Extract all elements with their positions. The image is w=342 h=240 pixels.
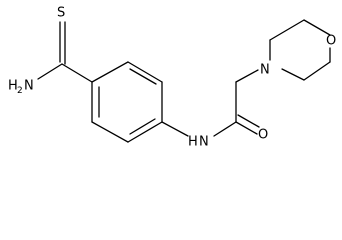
molecule-structure: S H 2 N H N O N O — [8, 6, 336, 150]
c-o-double-bond-1 — [235, 121, 258, 135]
ring-bond-4 — [127, 121, 163, 143]
amine-n-label: N — [24, 79, 34, 94]
sulfur-atom-label: S — [57, 6, 65, 21]
amine-h2-subscript: 2 — [17, 86, 23, 96]
nh-carbonyl-bond — [213, 121, 237, 137]
morpholine-bond-3 — [303, 19, 331, 36]
morpholine-ring — [269, 19, 331, 81]
ring-nh-bond — [161, 121, 189, 137]
carbonyl-oxygen-label: O — [258, 128, 268, 143]
morpholine-bond-6 — [281, 68, 305, 81]
morpholine-oxygen-label: O — [326, 34, 336, 49]
ring-bond-5 — [91, 121, 129, 143]
morpholine-bond-2 — [269, 19, 305, 41]
ch2-morpholine-n-bond — [235, 69, 259, 83]
amine-h-label: H — [8, 79, 18, 94]
c-o-double-bond-2 — [237, 114, 260, 128]
anilide-n-label: N — [199, 135, 209, 150]
ring-bond-1 — [91, 61, 129, 83]
ring-inner-double-1 — [129, 68, 157, 85]
anilide-h-label: H — [188, 135, 198, 150]
thioamide-group — [37, 21, 93, 83]
ring-bond-2 — [127, 61, 163, 83]
ring-inner-double-2 — [129, 118, 156, 135]
c-nh2-bond — [37, 63, 63, 80]
morpholine-bond-5 — [303, 61, 331, 81]
c-ring-bond — [61, 63, 93, 83]
benzene-ring — [91, 61, 163, 143]
morpholine-nitrogen-label: N — [260, 63, 270, 78]
